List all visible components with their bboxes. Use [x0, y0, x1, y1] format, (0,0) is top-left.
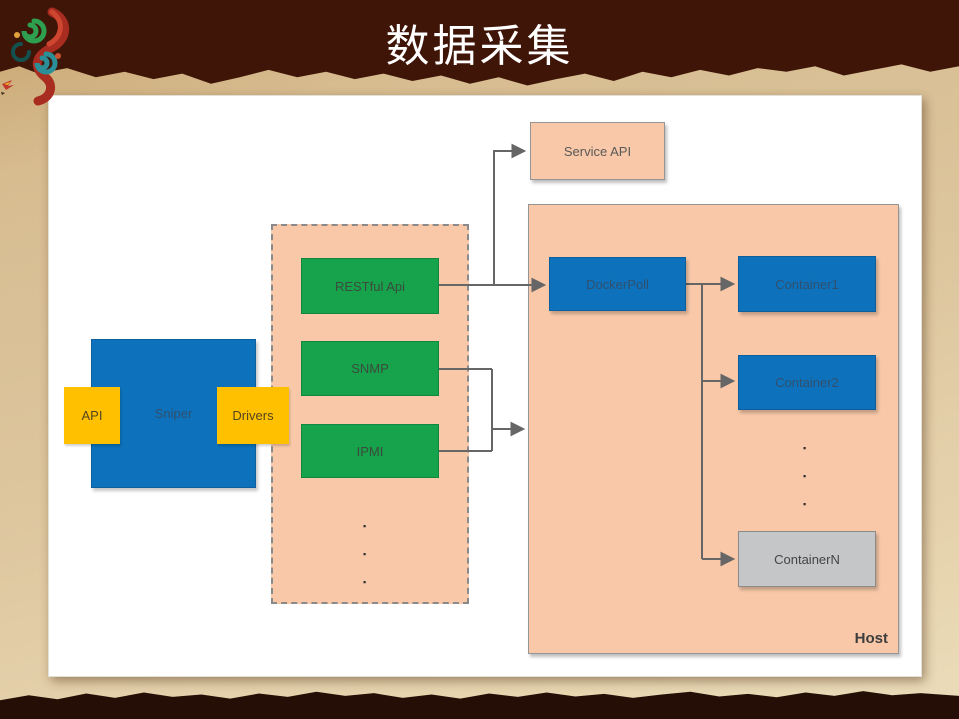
node-service-api: Service API	[530, 122, 665, 180]
node-containern-label: ContainerN	[774, 551, 840, 567]
node-dockerpoll-label: DockerPoll	[586, 276, 649, 292]
node-api: API	[64, 387, 120, 444]
node-snmp: SNMP	[301, 341, 439, 396]
flame-decoration-icon	[1, 80, 14, 95]
node-drivers-label: Drivers	[232, 408, 274, 423]
ellipsis-dot: ▪	[803, 499, 807, 509]
footer-band	[0, 691, 959, 719]
node-snmp-label: SNMP	[351, 361, 389, 376]
connector-restful-to-service-api	[493, 143, 527, 285]
node-container2: Container2	[738, 355, 876, 410]
node-api-label: API	[81, 408, 103, 423]
collectors-ellipsis-dots: ▪ ▪ ▪	[363, 522, 366, 606]
ellipsis-dot: ▪	[363, 521, 367, 531]
slide-title: 数据采集	[385, 22, 574, 71]
node-container2-label: Container2	[775, 375, 839, 390]
ellipsis-dot: ▪	[803, 443, 807, 453]
node-host-label: Host	[854, 630, 888, 647]
node-ipmi: IPMI	[301, 424, 439, 478]
ellipsis-dot: ▪	[363, 577, 367, 587]
node-service-api-label: Service API	[563, 143, 632, 159]
node-drivers: Drivers	[217, 387, 289, 444]
node-sniper-label: Sniper	[154, 406, 193, 421]
node-restful-api: RESTful Api	[301, 258, 439, 314]
node-dockerpoll: DockerPoll	[549, 257, 686, 311]
node-containern: ContainerN	[738, 531, 876, 587]
ellipsis-dot: ▪	[363, 549, 367, 559]
node-ipmi-label: IPMI	[356, 443, 384, 459]
phoenix-swirl-logo-icon	[11, 7, 70, 106]
diagram-panel: Service API Host RESTful Api SNMP IPMI ▪…	[48, 95, 922, 677]
node-container1: Container1	[738, 256, 876, 312]
ellipsis-dot: ▪	[803, 471, 807, 481]
containers-ellipsis-dots: ▪ ▪ ▪	[803, 444, 806, 528]
node-restful-api-label: RESTful Api	[334, 278, 406, 294]
node-container1-label: Container1	[775, 276, 839, 292]
